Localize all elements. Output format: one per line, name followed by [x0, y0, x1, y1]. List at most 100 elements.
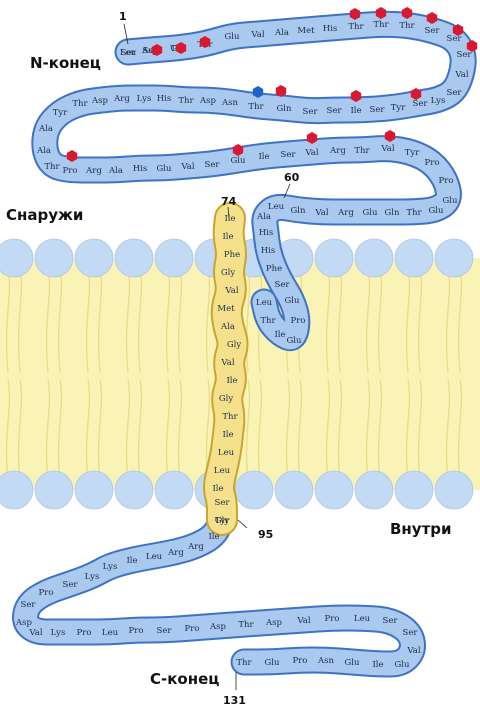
residue-35: Tyr	[53, 108, 68, 118]
residue-39: Pro	[63, 166, 78, 176]
residue-120: Ser	[403, 628, 419, 638]
residue-100: Lys	[103, 562, 118, 572]
residue-61: Arg	[337, 208, 354, 218]
sugar-marker-red	[232, 144, 244, 156]
residue-5: Glu	[225, 32, 241, 42]
lipid-tail	[177, 267, 183, 373]
lipid-tail	[85, 379, 91, 483]
residue-26: Thr	[248, 102, 264, 112]
residue-54: Pro	[425, 158, 440, 168]
lipid-tail	[245, 379, 251, 483]
residue-83: Gly	[227, 340, 242, 350]
lipid-tail	[125, 379, 131, 483]
residue-111: Ser	[157, 626, 173, 636]
residue-66: His	[259, 228, 274, 238]
residue-58: Thr	[406, 208, 422, 218]
lipid-tail	[377, 267, 383, 373]
residue-117: Pro	[325, 614, 340, 624]
residue-27: Asn	[221, 98, 239, 108]
lipid-head	[34, 238, 74, 278]
sugar-marker-red	[466, 40, 478, 52]
lipid-head	[0, 238, 34, 278]
residue-23: Ser	[327, 106, 343, 116]
residue-64: Leu	[268, 202, 285, 212]
lipid-tail	[57, 267, 63, 373]
lipid-head	[394, 238, 434, 278]
residue-129: Ser	[121, 48, 137, 58]
residue-7: Ala	[274, 28, 289, 38]
residue-31: Lys	[137, 94, 152, 104]
residue-14: Ser	[447, 34, 463, 44]
residue-18: Lys	[431, 96, 446, 106]
marker-line-74	[227, 206, 230, 219]
residue-59: Gln	[385, 208, 401, 218]
residue-123: Ile	[372, 660, 383, 670]
lipid-head	[354, 238, 394, 278]
lipid-tail	[417, 379, 423, 483]
sugar-marker-red	[350, 90, 362, 102]
residue-85: Ile	[226, 376, 237, 386]
lipid-tail	[97, 379, 103, 483]
lipid-tail	[17, 267, 23, 373]
residue-109: Leu	[102, 628, 119, 638]
lipid-tail	[257, 379, 263, 483]
lipid-tail	[137, 379, 143, 483]
lipid-head	[434, 470, 474, 510]
residue-127: Glu	[265, 658, 281, 668]
residue-96: Arg	[187, 542, 204, 552]
residue-77: Ile	[222, 232, 233, 242]
residue-86: Gly	[219, 394, 234, 404]
n-terminus-label: N-конец	[30, 54, 101, 72]
residue-81: Met	[217, 304, 235, 314]
sugar-marker-red	[375, 7, 387, 19]
residue-13: Ser	[425, 26, 441, 36]
residue-46: Glu	[231, 156, 247, 166]
lipid-tail	[97, 267, 103, 373]
residue-34: Thr	[72, 99, 88, 109]
lipid-tail	[445, 379, 451, 483]
residue-48: Ser	[281, 150, 297, 160]
inside-label: Внутри	[390, 520, 452, 538]
lipid-head	[314, 470, 354, 510]
residue-number-131: 131	[223, 694, 246, 707]
residue-74: Thr	[260, 316, 276, 326]
residue-41: Ala	[108, 166, 123, 176]
residue-11: Thr	[373, 20, 389, 30]
residue-108: Pro	[77, 628, 92, 638]
residue-84: Val	[220, 358, 234, 368]
residue-67: His	[261, 246, 276, 256]
marker-line-60	[283, 183, 291, 199]
residue-2: Ser	[143, 46, 159, 56]
residue-47: Ile	[258, 152, 269, 162]
residue-112: Pro	[185, 624, 200, 634]
lipid-head	[274, 470, 314, 510]
residue-98: Leu	[146, 552, 163, 562]
lipid-tail	[337, 379, 343, 483]
residue-119: Ser	[383, 616, 399, 626]
residue-12: Thr	[399, 21, 415, 31]
residue-76: Ile	[224, 214, 235, 224]
residue-32: Arg	[113, 94, 130, 104]
residue-37: Ala	[36, 146, 51, 156]
lipid-tail	[45, 379, 51, 483]
residue-106: Val	[28, 628, 42, 638]
residue-126: Pro	[293, 656, 308, 666]
lipid-head	[74, 470, 114, 510]
sugar-marker-red	[426, 12, 438, 24]
lipid-tail	[365, 379, 371, 483]
residue-103: Pro	[39, 588, 54, 598]
residue-28: Asp	[199, 96, 217, 106]
residue-number-60: 60	[284, 171, 300, 184]
residue-68: Phe	[266, 264, 282, 274]
residue-24: Ser	[303, 107, 319, 117]
residue-55: Pro	[439, 176, 454, 186]
outside-label: Снаружи	[6, 206, 83, 224]
c-terminus-label: С-конец	[150, 670, 219, 688]
lipid-tail	[137, 267, 143, 373]
lipid-tail	[165, 379, 171, 483]
residue-17: Ser	[447, 88, 463, 98]
residue-115: Asp	[265, 618, 283, 628]
residue-36: Ala	[38, 124, 53, 134]
residue-118: Leu	[354, 614, 371, 624]
